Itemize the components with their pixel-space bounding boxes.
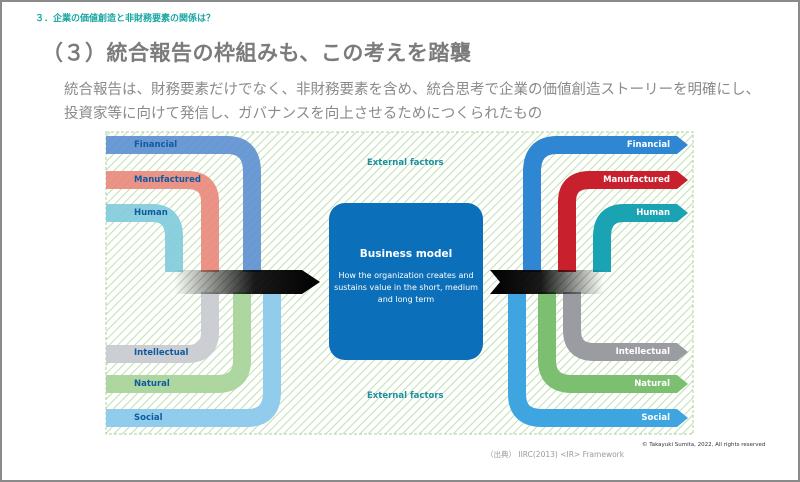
subtitle-line-2: 投資家等に向けて発信し、ガバナンスを向上させるためにつくられたもの xyxy=(64,106,543,122)
business-model-box: Business model How the organization crea… xyxy=(329,203,483,360)
section-label: ３．企業の価値創造と非財務要素の関係は？ xyxy=(35,14,216,24)
output-arrowhead-natural xyxy=(677,375,688,393)
subtitle-line-1: 統合報告は、財務要素だけでなく、非財務要素を含め、統合思考で企業の価値創造ストー… xyxy=(64,82,760,98)
input-label-manufactured: Manufactured xyxy=(134,175,201,185)
output-arrowhead-intellectual xyxy=(677,343,688,361)
output-flows xyxy=(508,136,677,427)
output-label-manufactured: Manufactured xyxy=(603,175,670,185)
output-arrowhead-human xyxy=(677,204,688,222)
output-flow-human xyxy=(593,204,677,272)
input-flow-social xyxy=(106,292,281,427)
output-arrow xyxy=(490,270,604,294)
output-arrowhead-financial xyxy=(677,136,688,154)
output-label-social: Social xyxy=(641,413,670,423)
source-note: （出典） IIRC(2013) <IR> Framework xyxy=(486,450,625,459)
input-flow-financial xyxy=(106,136,261,272)
input-label-intellectual: Intellectual xyxy=(134,348,189,358)
input-flow-manufactured xyxy=(106,171,219,272)
input-arrow xyxy=(174,270,320,294)
business-model-title: Business model xyxy=(359,248,453,260)
copyright-note: © Takayuki Sumita, 2022, All rights rese… xyxy=(642,442,766,448)
output-flow-manufactured xyxy=(558,171,677,272)
business-model-description: How the organization creates and sustain… xyxy=(334,271,478,304)
input-flow-human xyxy=(106,204,183,272)
output-flow-social xyxy=(508,292,677,427)
input-flow-intellectual xyxy=(106,292,219,363)
output-label-intellectual: Intellectual xyxy=(615,347,670,357)
external-factors-bottom: External factors xyxy=(367,391,444,401)
input-label-financial: Financial xyxy=(134,140,178,150)
input-label-social: Social xyxy=(134,413,163,423)
output-arrowhead-manufactured xyxy=(677,171,688,189)
page-title: （３）統合報告の枠組みも、この考えを踏襲 xyxy=(42,41,472,65)
output-label-natural: Natural xyxy=(634,379,670,389)
output-arrowheads xyxy=(677,136,688,427)
output-flow-financial xyxy=(523,136,677,272)
input-flows xyxy=(106,136,281,427)
output-flow-intellectual xyxy=(563,292,677,361)
output-arrowhead-social xyxy=(677,409,688,427)
input-label-natural: Natural xyxy=(134,379,170,389)
input-flow-natural xyxy=(106,292,251,393)
input-label-human: Human xyxy=(134,208,168,218)
external-factors-top: External factors xyxy=(367,158,444,168)
output-label-human: Human xyxy=(636,208,670,218)
output-flow-natural xyxy=(538,292,677,393)
output-label-financial: Financial xyxy=(626,140,670,150)
